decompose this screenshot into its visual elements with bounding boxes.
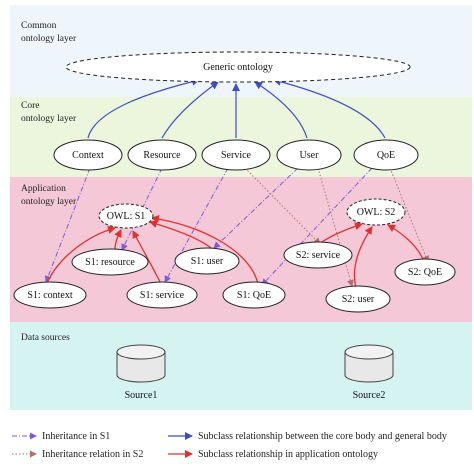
arrow-context-generic [87,77,200,139]
arrow-s1service-owls1 [132,230,161,283]
core-node-qoe: QoE [353,139,419,171]
application-layer-label-2: ontology layer [21,197,77,207]
inheritance-s1-lines [44,167,373,286]
s1-service-node: S1: service [126,281,198,309]
source2-database-icon: Source2 [344,344,394,401]
inherit-service-s1service [164,167,229,283]
inherit-user-s1user [213,167,299,249]
core-node-resource-label: Resource [143,150,181,161]
core-node-user: User [276,139,342,171]
arrow-user-generic [254,81,308,139]
inherit-qoe-s1qoe [261,167,373,286]
generic-ontology-node: Generic ontology [65,51,411,83]
arrow-qoe-generic [273,77,386,139]
data-layer-label: Data sources [21,333,70,343]
s1-service-label: S1: service [140,290,185,301]
legend-inherit-s2-text: Inheritance relation in S2 [42,449,143,460]
core-node-service: Service [201,139,271,171]
data-layer-band [10,322,472,410]
source2-label: Source2 [353,390,386,401]
s2-service-node: S2: service [283,241,353,269]
source1-database-icon: Source1 [116,344,166,401]
s2-qoe-node: S2: QoE [394,258,456,286]
owl-s1-label: OWL: S1 [107,211,146,222]
s1-user-label: S1: user [191,256,224,267]
s1-resource-label: S1: resource [85,257,135,268]
generic-ontology-label: Generic ontology [203,62,273,73]
s1-qoe-label: S1: QoE [237,290,271,301]
arrow-s1resource-owls1 [114,229,122,251]
owl-s2-label: OWL: S2 [357,207,396,218]
legend-subclass-core-text: Subclass relationship between the core b… [198,431,447,442]
arrow-resource-generic [161,81,219,139]
core-node-user-label: User [300,150,320,161]
arrow-s2user-owls2 [353,226,373,289]
core-nodes: Context Resource Service User QoE [53,139,419,171]
application-layer-label-1: Application [21,184,66,194]
core-node-context: Context [53,139,123,171]
inherit-qoe-s2qoe [389,167,429,263]
owl-s2-node: OWL: S2 [346,198,406,226]
source1-label: Source1 [125,390,158,401]
s2-user-label: S2: user [342,294,375,305]
core-node-service-label: Service [221,150,252,161]
core-layer-label-1: Core [21,101,39,111]
common-layer-band [10,5,472,97]
core-node-context-label: Context [72,150,104,161]
inherit-context-s1context [44,167,91,283]
core-node-resource: Resource [127,139,197,171]
arrow-s1user-owls1 [149,220,213,250]
arrow-s1qoe-owls1 [151,215,259,285]
s2-qoe-label: S2: QoE [408,267,442,278]
legend-subclass-app-text: Subclass relationship in application ont… [198,449,378,460]
core-to-generic-arrows [87,77,386,139]
s2-user-node: S2: user [325,285,391,313]
inherit-user-s2user [317,167,354,287]
core-node-qoe-label: QoE [377,150,395,161]
s1-user-node: S1: user [174,247,240,275]
application-nodes: OWL: S1 OWL: S2 S1: resource S1: user S1… [13,198,456,313]
inheritance-s2-lines [244,167,429,287]
s1-resource-node: S1: resource [71,248,149,276]
common-layer-label-2: ontology layer [21,34,77,44]
s1-qoe-node: S1: QoE [222,281,286,309]
core-layer-label-2: ontology layer [21,114,77,124]
common-layer-label-1: Common [21,21,57,31]
s1-context-node: S1: context [13,281,87,309]
legend-inherit-s1-text: Inheritance in S1 [42,431,110,442]
s1-context-label: S1: context [27,290,72,301]
legend: Inheritance in S1 Inheritance relation i… [12,431,447,460]
inherit-service-s2service [244,167,321,245]
arrow-s1context-owls1 [46,226,116,284]
owl-s1-node: OWL: S1 [98,203,154,229]
arrow-s2qoe-owls2 [387,224,425,263]
s2-service-label: S2: service [296,250,341,261]
